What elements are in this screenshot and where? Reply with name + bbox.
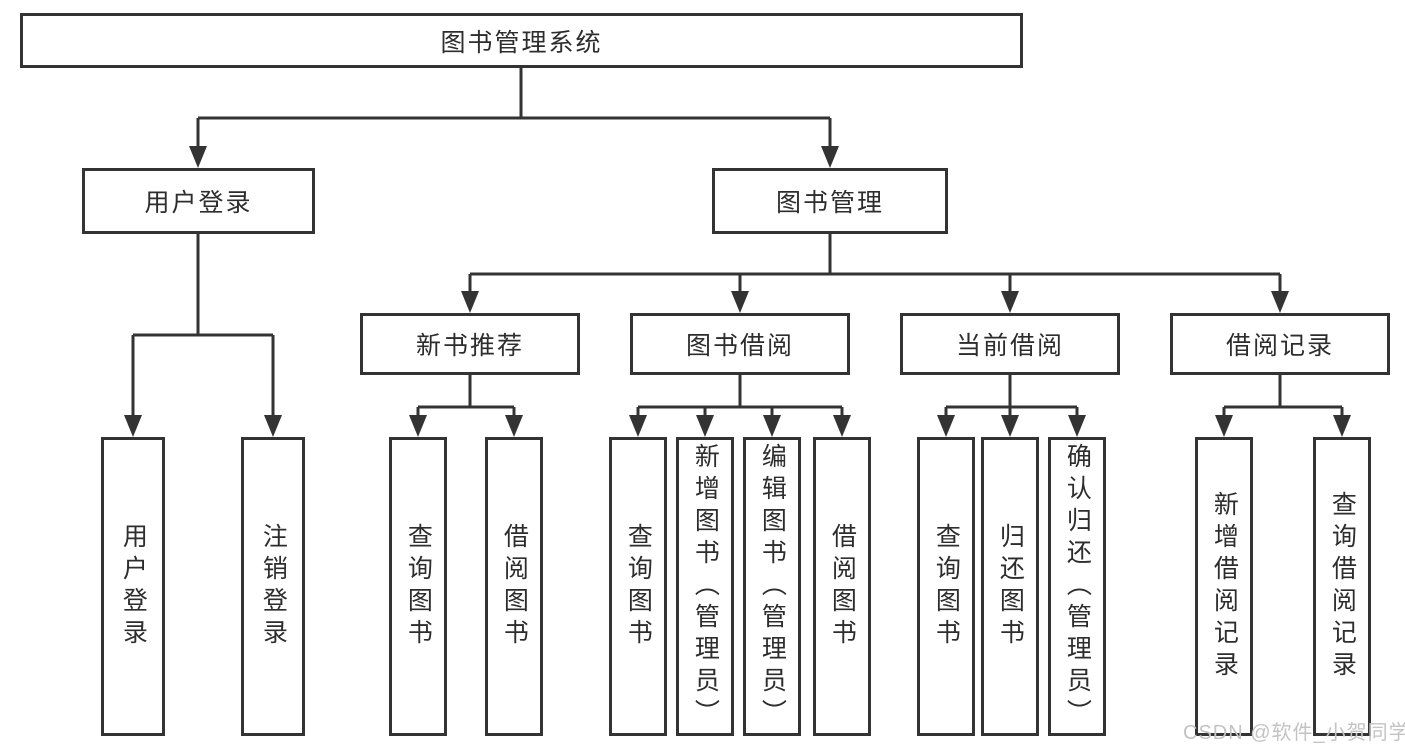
node-label: 图书借阅 [685,332,794,360]
node-label: 用户登录 [144,189,253,217]
leaf-query-borrow-record: 查询借阅记录 [1313,437,1371,736]
node-book-management: 图书管理 [712,168,948,234]
leaf-query-books-current: 查询图书 [917,437,975,736]
leaf-borrow-books: 借阅图书 [813,437,871,736]
leaf-label: 确认归还（管理员） [1063,442,1092,731]
leaf-add-borrow-record: 新增借阅记录 [1195,437,1253,736]
leaf-label: 新增借阅记录 [1210,490,1239,683]
node-label: 新书推荐 [415,332,524,360]
leaf-label: 新增图书（管理员） [691,442,720,731]
node-label: 当前借阅 [955,332,1064,360]
node-label: 借阅记录 [1225,332,1334,360]
node-new-book-recommendation: 新书推荐 [360,313,580,375]
watermark: CSDN @软件_小贺同学 [1183,722,1405,744]
leaf-user-login: 用户登录 [101,437,165,736]
leaf-label: 用户登录 [119,522,148,651]
leaf-label: 查询图书 [404,522,433,651]
node-borrowing-records: 借阅记录 [1170,313,1390,375]
leaf-label: 借阅图书 [500,522,529,651]
leaf-label: 查询借阅记录 [1328,490,1357,683]
leaf-label: 查询图书 [624,522,653,651]
leaf-return-books: 归还图书 [981,437,1039,736]
leaf-label: 借阅图书 [828,522,857,651]
leaf-label: 归还图书 [996,522,1025,651]
leaf-label: 注销登录 [259,522,288,651]
node-current-borrowing: 当前借阅 [900,313,1120,375]
leaf-logout-login: 注销登录 [241,437,305,736]
node-label: 图书管理系统 [440,28,603,57]
leaf-edit-books-admin: 编辑图书（管理员） [743,437,801,736]
node-book-borrowing: 图书借阅 [630,313,850,375]
node-user-login: 用户登录 [82,168,315,234]
leaf-confirm-return-admin: 确认归还（管理员） [1048,437,1106,736]
leaf-query-books-borrow: 查询图书 [609,437,667,736]
leaf-label: 编辑图书（管理员） [758,442,787,731]
leaf-query-books-recommend: 查询图书 [389,437,447,736]
leaf-add-books-admin: 新增图书（管理员） [676,437,734,736]
leaf-label: 查询图书 [932,522,961,651]
node-label: 图书管理 [775,189,884,217]
node-library-management-system: 图书管理系统 [20,13,1023,68]
leaf-borrow-books-recommend: 借阅图书 [485,437,543,736]
